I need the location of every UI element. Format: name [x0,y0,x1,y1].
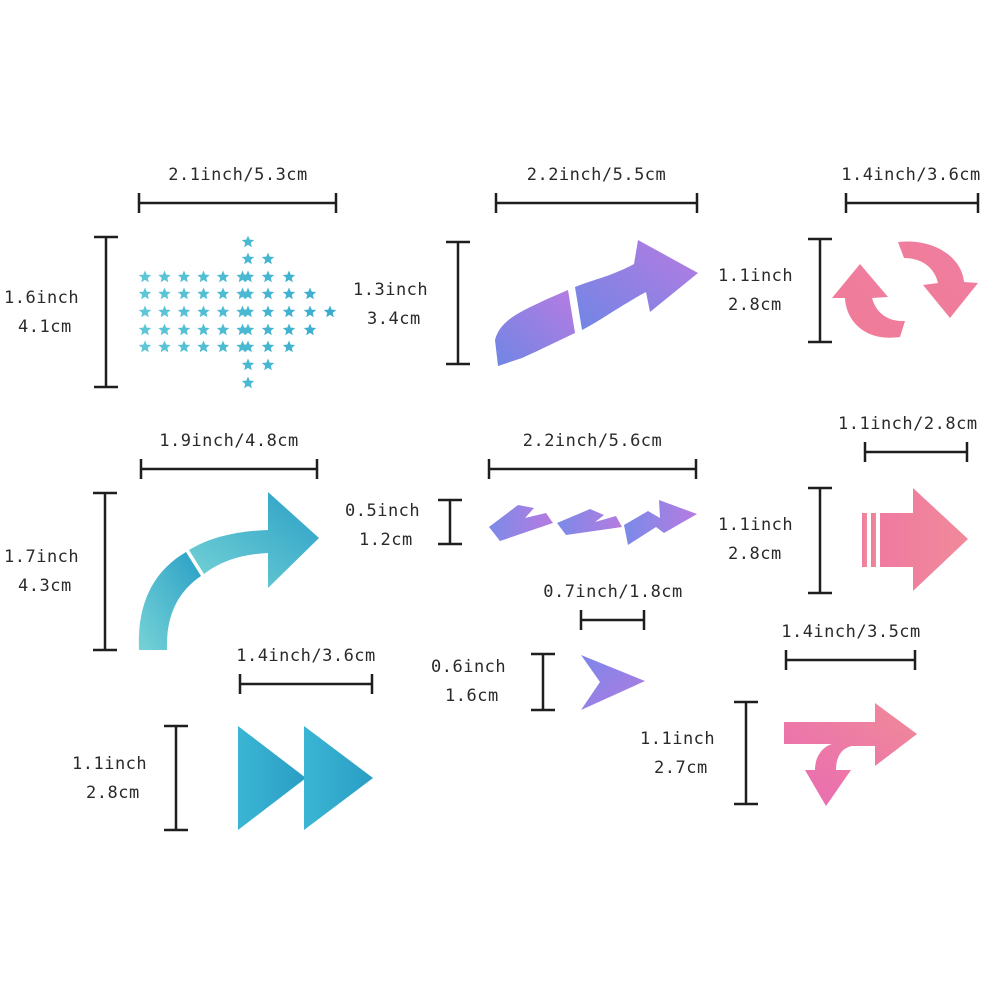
star-icon [197,323,210,336]
star-icon [282,305,296,318]
dim-height-wave-arrow [446,240,470,366]
chevron-arrowhead-icon [581,655,645,710]
width-label-fast-forward: 1.4inch/3.6cm [236,646,376,666]
star-icon [138,270,152,283]
star-icon [261,340,275,353]
star-icon [241,358,255,371]
dim-width-split [784,650,917,670]
star-icon [177,287,191,300]
width-label-striped: 1.1inch/2.8cm [838,414,978,434]
dim-width-star-arrow [137,193,338,213]
star-icon [241,340,255,353]
star-icon [282,287,296,300]
star-icon [158,270,171,283]
dim-height-striped [808,486,832,595]
star-icon [216,305,230,318]
dim-height-curved-arrow [93,491,117,652]
star-icon [158,323,171,336]
star-icon [241,323,255,336]
width-label-zigzag: 2.2inch/5.6cm [522,431,663,451]
dim-width-fast-forward [238,674,374,694]
dim-width-striped [863,442,969,462]
star-icon [261,270,275,283]
striped-arrow-icon [862,488,968,591]
star-icon [261,323,275,336]
star-icon [241,235,255,248]
star-icon [158,287,171,300]
star-icon [241,287,255,300]
dim-width-wave-arrow [494,193,699,213]
star-icon [303,323,317,336]
star-icon [261,287,275,300]
dim-height-star-arrow [94,235,118,389]
star-icon [138,340,152,353]
dim-height-split [734,700,758,806]
star-icon [177,340,191,353]
dim-width-chevron [579,610,646,630]
star-icon [303,287,317,300]
star-icon [138,287,152,300]
width-label-refresh: 1.4inch/3.6cm [841,165,981,185]
star-pattern-arrow-icon [138,235,337,389]
star-icon [261,358,275,371]
dim-height-zigzag [438,498,462,546]
star-icon [197,287,210,300]
star-icon [216,287,230,300]
star-icon [177,270,191,283]
dim-height-fast-forward [164,724,188,832]
star-icon [177,323,191,336]
dim-height-refresh [808,237,832,344]
dimension-lines [93,193,980,832]
wavy-arrow-icon [495,240,698,366]
dim-height-chevron [531,652,555,712]
width-label-curved-arrow: 1.9inch/4.8cm [159,431,299,451]
width-label-wave-arrow: 2.2inch/5.5cm [526,165,667,185]
star-icon [197,305,210,318]
star-icon [282,270,296,283]
star-icon [241,270,255,283]
zigzag-arrow-icon [489,500,697,545]
star-icon [158,305,171,318]
star-icon [197,340,210,353]
star-icon [323,305,337,318]
width-label-split: 1.4inch/3.5cm [781,622,921,642]
star-icon [261,305,275,318]
star-icon [241,376,255,389]
star-icon [177,305,191,318]
split-arrow-icon [784,703,917,806]
star-icon [282,323,296,336]
fast-forward-icon [238,726,373,830]
star-icon [138,305,152,318]
star-icon [261,252,275,265]
star-icon [216,323,230,336]
dim-width-zigzag [487,459,698,479]
star-icon [282,340,296,353]
star-icon [216,270,230,283]
star-icon [241,305,255,318]
star-icon [216,340,230,353]
star-icon [158,340,171,353]
dim-width-refresh [844,193,980,213]
star-icon [138,323,152,336]
star-icon [303,305,317,318]
star-icon [197,270,210,283]
width-label-chevron: 0.7inch/1.8cm [543,582,683,602]
star-icon [241,252,255,265]
dim-width-curved-arrow [139,459,319,479]
curved-arrow-icon [138,492,319,650]
refresh-arrows-icon [832,241,978,338]
width-label-star-arrow: 2.1inch/5.3cm [168,165,308,185]
